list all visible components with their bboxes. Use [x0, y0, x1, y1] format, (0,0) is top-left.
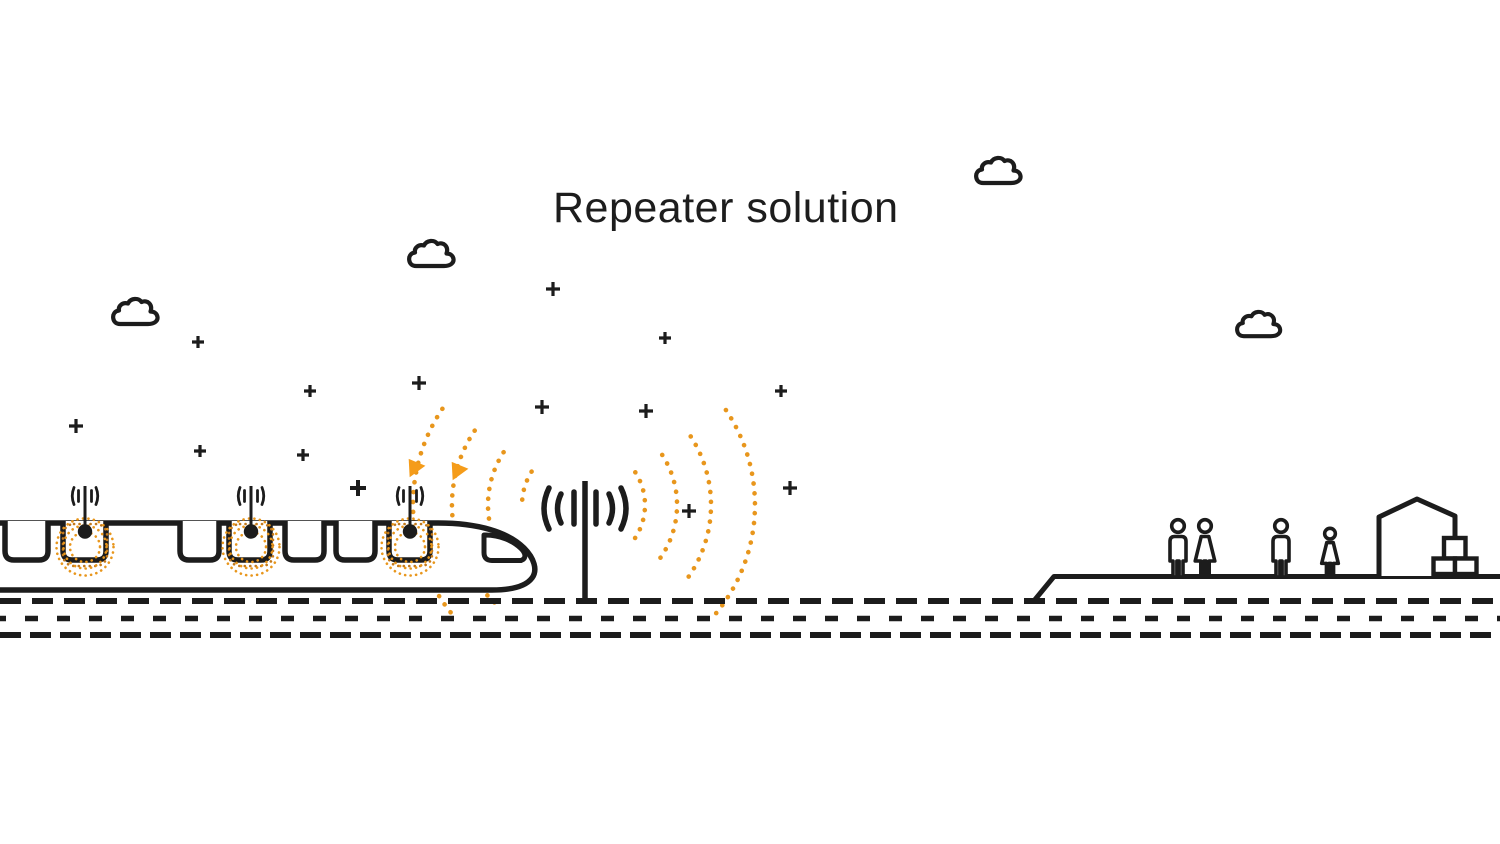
- train-window: [177, 521, 222, 563]
- cloud-icon: [1235, 309, 1283, 339]
- plus-icon: [775, 385, 787, 397]
- high-speed-train: [0, 520, 538, 593]
- signal-ring: [55, 517, 115, 577]
- mast-antenna-icon: [541, 485, 629, 532]
- plus-icon: [412, 376, 426, 390]
- plus-icon: [783, 481, 797, 495]
- person-man-icon: [1271, 517, 1291, 579]
- antenna-icon: [395, 486, 425, 539]
- arrow-down-left-icon: [451, 461, 469, 481]
- person-woman-icon: [1319, 526, 1341, 579]
- cloud-icon: [974, 155, 1023, 186]
- signal-arc-right-2: [658, 452, 680, 561]
- signal-ring: [221, 517, 281, 577]
- signal-ring: [387, 524, 433, 570]
- person-woman-icon: [1193, 517, 1217, 579]
- train-window: [2, 521, 51, 563]
- plus-icon: [297, 449, 309, 461]
- train-window: [282, 521, 327, 563]
- train-antenna-unit: [55, 486, 115, 577]
- arrow-down-left-icon: [408, 458, 426, 478]
- signal-direction-arrows: [408, 458, 469, 481]
- signal-arc-right-3: [685, 434, 714, 580]
- cloud-icon: [111, 296, 160, 327]
- plus-icon: [535, 400, 549, 414]
- diagram-title: Repeater solution: [553, 184, 899, 232]
- signal-ring: [380, 517, 440, 577]
- antenna-icon: [70, 486, 100, 539]
- railway-track: [0, 598, 1500, 638]
- platform-edge: [1031, 574, 1500, 604]
- plus-icon: [682, 504, 696, 518]
- antenna-icon: [236, 486, 266, 539]
- train-windows: [2, 521, 433, 563]
- signal-arc-left-1: [519, 469, 534, 508]
- plus-icon: [194, 445, 206, 457]
- plus-icon: [69, 419, 83, 433]
- signal-ring: [62, 524, 108, 570]
- signal-arc-right-4: [712, 407, 758, 617]
- signal-arc-left-2: [485, 449, 506, 523]
- repeater-mast: [541, 481, 629, 601]
- plus-icon: [546, 282, 560, 296]
- plus-icon: [639, 404, 653, 418]
- plus-icon: [192, 336, 204, 348]
- plus-icon: [350, 480, 366, 496]
- cargo-boxes-icon: [1431, 535, 1479, 577]
- train-antenna-unit: [221, 486, 281, 577]
- signal-arcs-outward: [631, 407, 758, 617]
- signal-ring: [228, 524, 274, 570]
- person-man-icon: [1168, 517, 1188, 579]
- train-window: [333, 521, 378, 563]
- train-antennas: [55, 486, 440, 577]
- signal-arc-right-1: [631, 470, 648, 543]
- train-antenna-unit: [380, 486, 440, 577]
- station-platform: [1031, 496, 1500, 604]
- plus-sparkles: [69, 282, 797, 518]
- clouds: [111, 155, 1283, 339]
- train-windshield: [481, 532, 528, 563]
- cloud-icon: [407, 238, 456, 269]
- plus-icon: [304, 385, 316, 397]
- plus-icon: [659, 332, 671, 344]
